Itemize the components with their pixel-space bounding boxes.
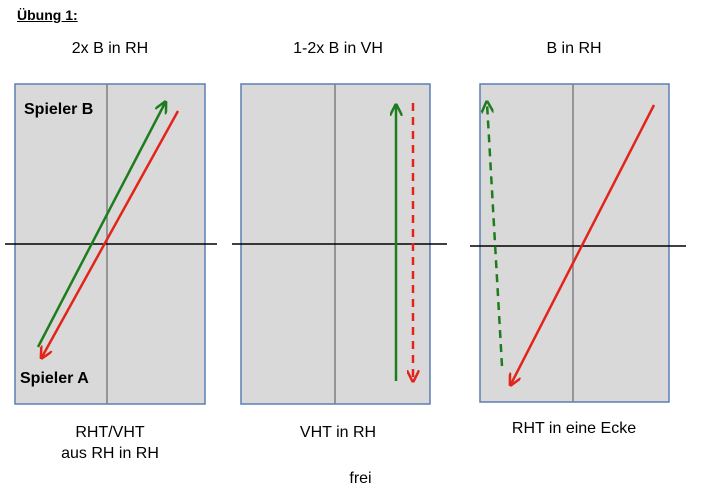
panel-3-court [470, 83, 686, 403]
panel-1-court: Spieler B Spieler A [5, 83, 217, 405]
panel-2-title: 1-2x B in VH [293, 40, 383, 57]
panel-3-title: B in RH [546, 40, 602, 57]
panel-2-court [232, 83, 447, 405]
panel-2-caption: VHT in RH [299, 424, 377, 441]
panel-1-caption: RHT/VHT aus RH in RH [10, 422, 210, 464]
label-spieler-b: Spieler B [24, 101, 93, 118]
panel-1-title: 2x B in RH [71, 40, 149, 57]
panel-3-caption: RHT in eine Ecke [511, 420, 637, 437]
exercise-heading: Übung 1: [17, 7, 78, 23]
red-shot-arrow [42, 110, 180, 357]
panel-1-caption-line1: RHT/VHT [75, 424, 145, 441]
footer-note: frei [349, 470, 372, 487]
panel-1-caption-line2: aus RH in RH [61, 445, 159, 462]
red-shot-arrow [511, 104, 656, 384]
green-dashed-arrow [487, 103, 504, 367]
green-shot-arrow [36, 103, 165, 348]
label-spieler-a: Spieler A [20, 370, 89, 387]
